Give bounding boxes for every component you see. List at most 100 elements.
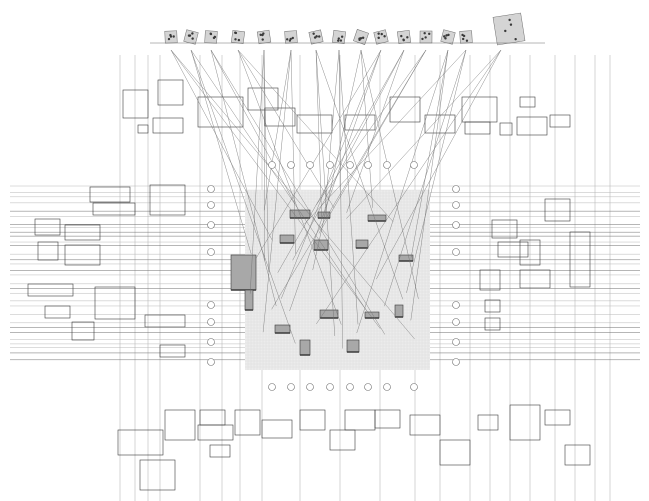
grid-bubble [364, 161, 372, 169]
central-plan-area [230, 189, 430, 370]
grid-bubble [452, 358, 460, 366]
detail-box [296, 114, 333, 134]
thumbnail-dot [421, 37, 424, 41]
thumbnail-dot [383, 35, 386, 38]
thumbnail-dot [508, 18, 511, 22]
thumbnail-dot [288, 39, 292, 42]
detail-box [509, 404, 541, 441]
detail-box [389, 96, 421, 123]
thumbnail-dot [337, 37, 340, 40]
detail-box [409, 414, 441, 436]
detail-box [197, 96, 244, 128]
leader-line [360, 49, 419, 299]
thumbnail-dot [358, 38, 361, 41]
leader-line [289, 49, 382, 312]
building-block [313, 239, 329, 251]
grid-bubble [452, 201, 460, 209]
detail-box [519, 96, 536, 108]
leader-line [237, 49, 342, 325]
grid-bubble [410, 383, 418, 391]
thumbnail-dot [406, 36, 409, 39]
leader-line [237, 49, 394, 222]
grid-bubble [207, 338, 215, 346]
grid-bubble [383, 161, 391, 169]
thumbnail-dot [187, 34, 191, 37]
thumbnail-dot [445, 34, 448, 37]
detail-box [152, 117, 184, 134]
detail-box [157, 79, 184, 106]
leader-line [262, 49, 292, 333]
building-block [230, 254, 257, 291]
thumbnail [230, 29, 246, 45]
thumbnail [164, 30, 178, 44]
thumbnail-dot [340, 35, 344, 38]
thumbnail-dot [514, 37, 517, 41]
thumbnail-dot [169, 33, 172, 37]
building-block [355, 239, 369, 249]
detail-box [499, 122, 513, 136]
leader-line [360, 49, 373, 208]
building-block [346, 339, 360, 353]
leader-line [263, 49, 265, 261]
detail-box [64, 244, 101, 266]
thumbnail-dot [504, 29, 507, 33]
detail-boxes [27, 79, 591, 491]
detail-box [27, 283, 74, 297]
leader-line [170, 49, 381, 329]
leader-line [410, 49, 449, 258]
detail-box [261, 419, 293, 439]
leader-line [290, 49, 296, 254]
detail-box [344, 409, 376, 431]
thumbnail-dot [209, 32, 213, 36]
thumbnail-dot [509, 23, 513, 26]
thumbnail [308, 29, 324, 45]
thumbnail-frame [459, 30, 473, 44]
building-block [367, 214, 387, 222]
thumbnail-dot [234, 31, 237, 34]
building-block [319, 309, 339, 319]
detail-box [64, 224, 101, 241]
thumbnail-dot [318, 35, 321, 38]
detail-box [439, 439, 471, 466]
detail-box [164, 409, 196, 441]
thumbnail-dot [380, 32, 383, 36]
grid-bubble [207, 358, 215, 366]
thumbnail-frame [284, 30, 298, 44]
detail-box [117, 429, 164, 456]
leader-line [316, 49, 502, 325]
grid-bubble [207, 201, 215, 209]
thumbnail-frame [230, 29, 246, 45]
thumbnail-dot [424, 36, 427, 39]
thumbnail [492, 12, 526, 46]
grid-bubble [207, 221, 215, 229]
leader-line [210, 49, 296, 204]
detail-box [234, 409, 261, 436]
detail-box [569, 231, 591, 288]
grid-bubble [452, 248, 460, 256]
thumbnail-frame [256, 29, 272, 45]
detail-box [159, 344, 186, 358]
leader-line [170, 49, 273, 241]
grid-bubble [452, 318, 460, 326]
leader-line [210, 49, 277, 307]
leader-line [356, 49, 449, 334]
leader-line [249, 49, 265, 294]
thumbnail-dot [259, 33, 262, 36]
leader-line [315, 49, 336, 336]
leader-line [292, 49, 405, 261]
leader-line [318, 49, 427, 234]
leader-line [190, 49, 252, 255]
grid-bubble [306, 383, 314, 391]
detail-box [329, 429, 356, 451]
thumbnail-dot [377, 36, 380, 39]
thumbnail-dot [313, 36, 317, 39]
building-block [274, 324, 291, 334]
detail-box [37, 241, 59, 261]
thumbnail-frame [492, 12, 526, 46]
thumbnail-dot [443, 35, 446, 38]
grid-bubble [346, 161, 354, 169]
detail-box [479, 269, 501, 291]
thumbnail [353, 29, 369, 45]
grid-bubble [452, 221, 460, 229]
thumbnail-frame [396, 29, 412, 45]
